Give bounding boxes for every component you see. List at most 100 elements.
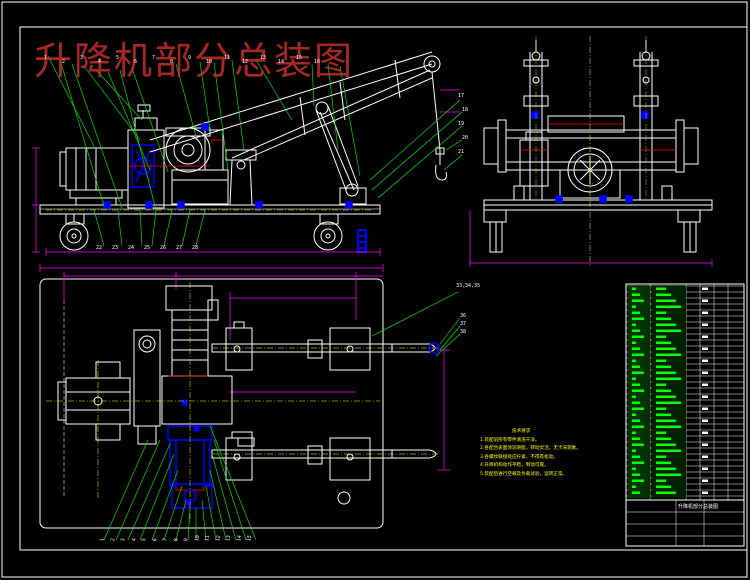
bom-cell-mark — [632, 389, 644, 392]
part-callout: 1 — [99, 537, 106, 542]
part-callout: 21 — [458, 149, 465, 155]
bom-cell-mark — [702, 431, 708, 434]
technical-notes: 技术要求 1.装配前所有零件清洗干净。 2.各配合表面涂润滑脂，转动灵活，无卡滞… — [480, 428, 630, 480]
bom-cell-mark — [632, 467, 636, 470]
leader-lines — [47, 55, 463, 247]
bom-cell-mark — [656, 461, 671, 464]
notes-title: 技术要求 — [512, 429, 531, 434]
bom-cell-mark — [632, 437, 640, 440]
sheet-inner-border — [19, 26, 748, 551]
bom-cell-mark — [656, 371, 676, 374]
bom-cell-mark — [656, 329, 681, 332]
part-callout: 17 — [458, 93, 465, 99]
bom-cell-mark — [656, 407, 666, 410]
bom-cell-mark — [656, 443, 676, 446]
bom-cell-mark — [656, 311, 666, 314]
bom-cell-mark — [702, 323, 708, 326]
part-callout: 13 — [260, 55, 267, 61]
part-callout: 7 — [162, 537, 169, 542]
part-callout: 3 — [80, 55, 84, 61]
plan-view — [39, 264, 461, 541]
bom-cell-mark — [656, 389, 671, 392]
bom-cell-mark — [632, 323, 636, 326]
bom-cell-mark — [632, 407, 644, 410]
hook — [435, 147, 447, 181]
part-callout: 14 — [278, 59, 285, 65]
bom-cell-mark — [656, 359, 666, 362]
bom-cell-mark — [656, 437, 671, 440]
bom-table — [625, 283, 745, 547]
bom-cell-mark — [702, 299, 708, 302]
front-elevation-view — [32, 51, 463, 256]
part-callout: 16 — [314, 59, 321, 65]
bom-cell-mark — [632, 299, 644, 302]
note-item: 3.各螺纹联接处应拧紧，不得有松动。 — [480, 454, 558, 460]
bom-cell-mark — [632, 341, 636, 344]
bom-cell-mark — [656, 431, 666, 434]
bom-cell-mark — [632, 431, 636, 434]
bom-cell-mark — [656, 455, 666, 458]
note-item: 2.各配合表面涂润滑脂，转动灵活，无卡滞现象。 — [480, 446, 581, 452]
plan-drum — [161, 285, 233, 425]
bom-cell-mark — [702, 407, 708, 410]
part-callout: 15 — [296, 55, 303, 61]
bom-cell-mark — [632, 293, 640, 296]
bom-cell-mark — [656, 413, 671, 416]
part-callout: 10 — [193, 534, 201, 542]
part-callout: 9 — [183, 537, 190, 542]
part-callout: 19 — [458, 121, 465, 127]
boom-pulley — [423, 55, 441, 151]
bom-cell-mark — [632, 317, 644, 320]
bom-cell-mark — [702, 383, 708, 386]
bom-cell-mark — [632, 395, 636, 398]
title-block — [625, 499, 745, 547]
caster-right — [313, 213, 343, 251]
bom-cell-mark — [702, 491, 708, 494]
title-block-drawing-name: 升降机部分总装图 — [678, 504, 719, 510]
part-callout: 4 — [98, 59, 102, 65]
part-callout: 24 — [128, 245, 135, 251]
bom-cell-mark — [632, 425, 644, 428]
part-callout: 25 — [144, 245, 151, 251]
bom-cell-mark — [632, 419, 640, 422]
note-item: 5.装配后进行空载及负载试验，运转正常。 — [480, 471, 568, 477]
bom-cell-mark — [656, 491, 676, 494]
part-callout: 12 — [214, 534, 222, 542]
part-callout: 13 — [225, 534, 232, 542]
bom-cell-mark — [632, 383, 640, 386]
bom-cell-mark — [702, 467, 708, 470]
bearing-blocks — [225, 321, 371, 505]
part-callout: 11 — [204, 534, 211, 542]
bom-cell-mark — [656, 299, 676, 302]
bom-cell-mark — [632, 287, 636, 290]
part-callout: 28 — [192, 245, 199, 251]
bom-cell-mark — [702, 335, 708, 338]
caster-left — [59, 213, 89, 251]
bom-cell-mark — [632, 473, 640, 476]
bom-cell-mark — [656, 335, 666, 338]
bom-cell-mark — [656, 341, 671, 344]
bom-cell-mark — [702, 287, 708, 290]
bom-cell-mark — [632, 371, 644, 374]
side-elevation-view — [469, 36, 713, 267]
bom-cell-mark — [656, 485, 671, 488]
bom-cell-mark — [656, 449, 681, 452]
base-plate — [39, 278, 384, 529]
bom-cell-mark — [702, 359, 708, 362]
part-callout: 12 — [242, 59, 249, 65]
bom-cell-mark — [656, 347, 676, 350]
boom-arm — [149, 51, 433, 161]
part-callout: 1 — [44, 55, 48, 61]
part-callout: 7 — [152, 55, 156, 61]
note-item: 1.装配前所有零件清洗干净。 — [480, 437, 540, 443]
bom-cell-mark — [632, 413, 636, 416]
bom-cell-mark — [656, 353, 681, 356]
part-callout: 26 — [160, 245, 167, 251]
bom-cell-mark — [632, 353, 644, 356]
part-callout: 9 — [188, 55, 192, 61]
part-callout: 5 — [141, 537, 148, 542]
bom-cell-mark — [632, 461, 644, 464]
bom-cell-mark — [632, 365, 640, 368]
bom-cell-mark — [656, 467, 676, 470]
